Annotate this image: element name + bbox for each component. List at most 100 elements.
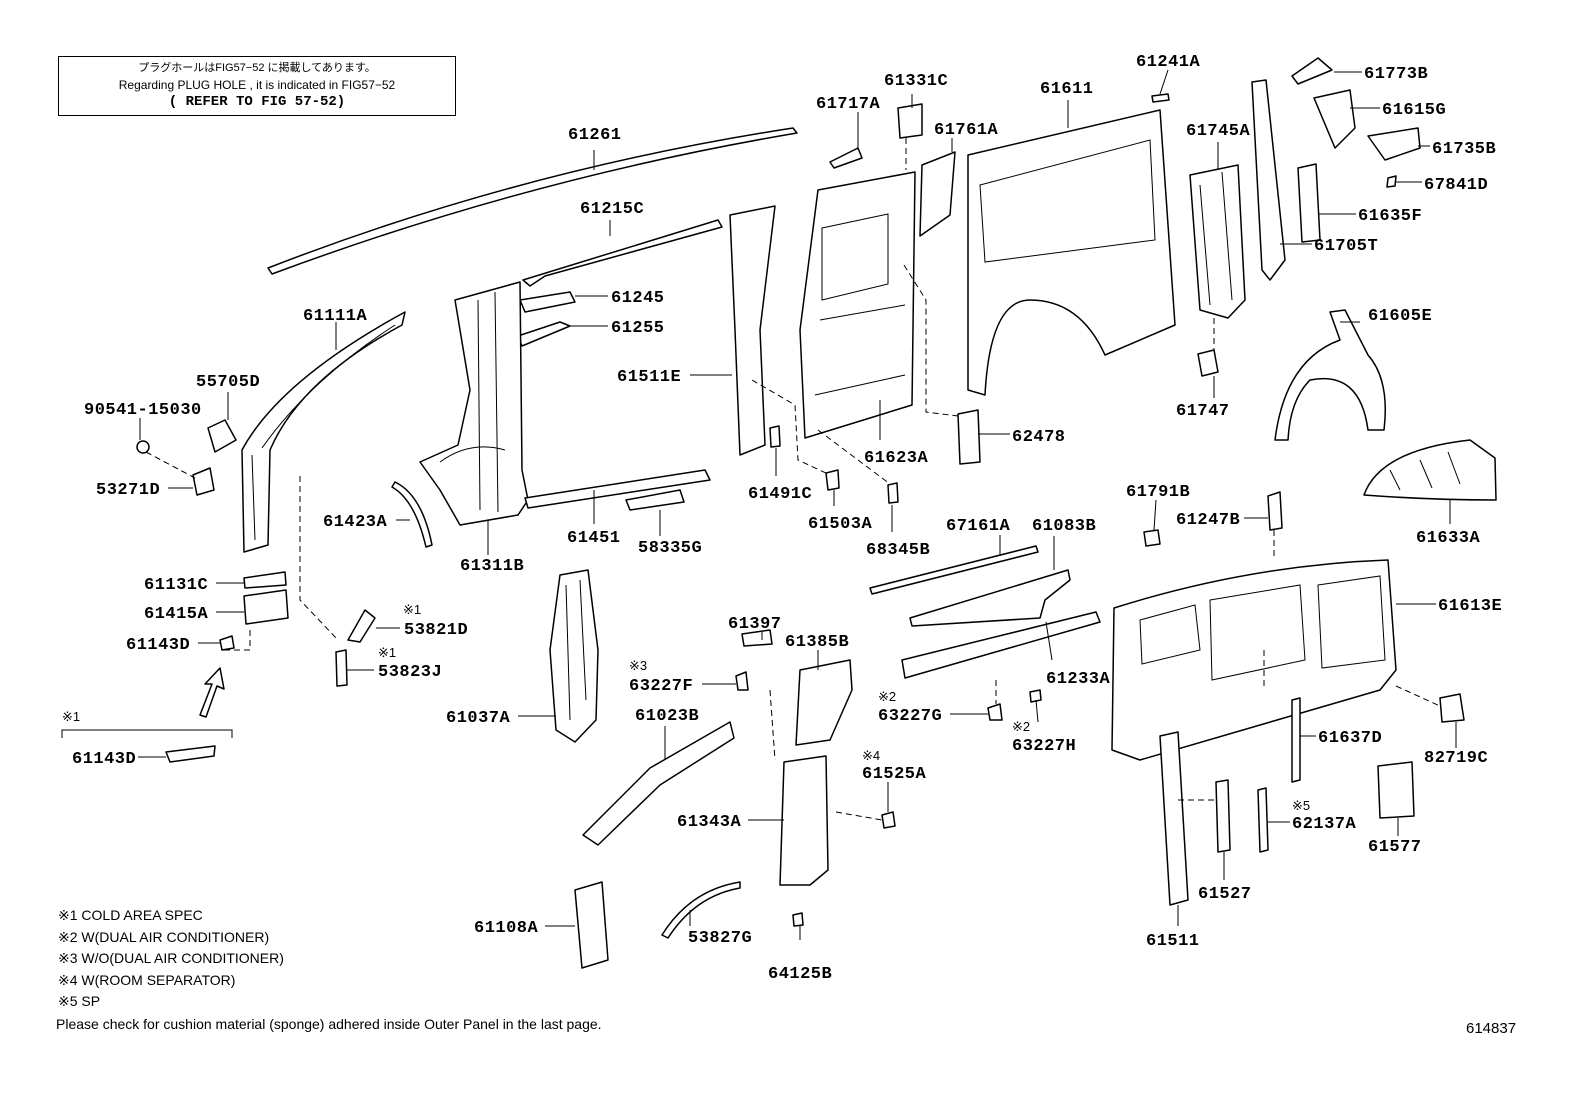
part-61503A-striker-plate[interactable] [825,469,840,491]
label-61635F[interactable]: 61635F [1358,207,1422,226]
label-61773B[interactable]: 61773B [1364,65,1428,84]
part-55705D-bracket[interactable] [207,419,237,453]
label-61613E[interactable]: 61613E [1438,597,1502,616]
label-62137A[interactable]: 62137A [1292,815,1357,834]
part-67161A-strip[interactable] [869,545,1039,595]
part-61423A-wheel-arch-strip[interactable] [391,481,433,548]
part-61623A-slide-door-frame[interactable] [799,171,916,439]
part-61331C-bracket[interactable] [897,103,923,139]
label-61605E[interactable]: 61605E [1368,307,1432,326]
note-reference-link[interactable]: ( REFER TO FIG 57-52) [168,94,346,110]
label-61491C[interactable]: 61491C [748,485,812,504]
label-61247B[interactable]: 61247B [1176,511,1240,530]
label-63227H[interactable]: 63227H [1012,737,1076,756]
part-90541-15030-grommet[interactable] [136,440,150,454]
part-61761A-bracket[interactable] [919,151,956,237]
part-61385B-pillar-upper[interactable] [795,659,853,746]
part-61241A-clip[interactable] [1151,93,1170,103]
label-61311B[interactable]: 61311B [460,557,524,576]
part-67841D-clip[interactable] [1386,175,1397,188]
part-61143D-cold-area-clip[interactable] [165,745,216,763]
part-61311B-front-side[interactable] [419,281,529,526]
part-82719C-cover[interactable] [1439,693,1465,723]
label-61108A[interactable]: 61108A [474,919,539,938]
part-53823J-seal[interactable] [335,649,348,687]
label-63227G[interactable]: 63227G [878,707,942,726]
part-61735B-extension[interactable] [1367,127,1421,161]
label-61143D-cold[interactable]: 61143D [72,750,136,769]
label-61215C[interactable]: 61215C [580,200,644,219]
part-61511-quarter-pillar[interactable] [1159,731,1189,906]
label-61633A[interactable]: 61633A [1416,529,1481,548]
part-61415A-bracket[interactable] [243,589,289,625]
part-61605E-wheel-house-outer[interactable] [1274,309,1387,441]
part-61491C-bracket[interactable] [769,425,781,448]
part-61511E-center-pillar[interactable] [729,205,776,456]
label-61745A[interactable]: 61745A [1186,122,1251,141]
label-61525A[interactable]: 61525A [862,765,927,784]
part-61633A-wheel-house-inner[interactable] [1363,439,1497,501]
part-61083B-roof-side-inner-rail[interactable] [909,569,1071,627]
part-61635F-plate[interactable] [1297,163,1321,243]
label-61343A[interactable]: 61343A [677,813,742,832]
label-61511[interactable]: 61511 [1146,932,1200,951]
label-61615G[interactable]: 61615G [1382,101,1446,120]
part-61577-box[interactable] [1377,761,1415,819]
part-61613E-side-inner-panel[interactable] [1111,559,1397,761]
label-61735B[interactable]: 61735B [1432,140,1496,159]
label-53821D[interactable]: 53821D [404,621,468,640]
part-61255-bracket[interactable] [517,321,571,347]
label-55705D[interactable]: 55705D [196,373,260,392]
part-61247B-bracket[interactable] [1267,491,1283,531]
part-61773B-bracket[interactable] [1291,57,1333,85]
label-82719C[interactable]: 82719C [1424,749,1488,768]
label-61233A[interactable]: 61233A [1046,670,1111,689]
part-61705T-pillar-extension[interactable] [1251,79,1286,281]
label-62478[interactable]: 62478 [1012,428,1066,447]
label-61415A[interactable]: 61415A [144,605,209,624]
label-53271D[interactable]: 53271D [96,481,160,500]
label-61623A[interactable]: 61623A [864,449,929,468]
part-61451-rocker-sill[interactable] [524,469,711,509]
label-68345B[interactable]: 68345B [866,541,930,560]
part-61747-bracket[interactable] [1197,349,1219,377]
label-61255[interactable]: 61255 [611,319,665,338]
part-61611-side-outer-panel[interactable] [967,109,1176,396]
part-53271D-hinge-bracket[interactable] [192,467,215,496]
label-67841D[interactable]: 67841D [1424,176,1488,195]
part-61215C-strip[interactable] [522,219,723,287]
label-61023B[interactable]: 61023B [635,707,699,726]
label-61761A[interactable]: 61761A [934,121,999,140]
label-61717A[interactable]: 61717A [816,95,881,114]
part-63227H-clip[interactable] [1029,689,1042,703]
label-90541-15030[interactable]: 90541-15030 [84,401,202,420]
part-61233A-rocker-inner[interactable] [901,611,1101,679]
label-61503A[interactable]: 61503A [808,515,873,534]
part-63227G-bracket[interactable] [987,703,1003,721]
part-61637D-reinforcement[interactable] [1291,697,1301,783]
part-64125B-clip[interactable] [792,912,804,927]
part-61525A-bracket[interactable] [881,811,896,829]
part-62478-bracket[interactable] [957,409,981,465]
part-61615G-panel[interactable] [1313,89,1356,149]
part-53827G-wheel-arch-molding[interactable] [661,881,741,939]
label-61397[interactable]: 61397 [728,615,782,634]
part-61261-roof-rail[interactable] [267,127,798,275]
part-61131C-plate[interactable] [243,571,287,589]
part-61791B-plug[interactable] [1143,529,1161,547]
part-62137A-strip[interactable] [1257,787,1269,853]
part-61717A-bracket[interactable] [829,147,863,169]
label-61611[interactable]: 61611 [1040,80,1094,99]
label-61111A[interactable]: 61111A [303,307,368,326]
part-61023B-roof-side-inner[interactable] [582,721,735,846]
part-68345B-plate[interactable] [887,482,899,504]
part-61343A-pillar-inner[interactable] [779,755,829,886]
part-53821D-seal[interactable] [347,609,376,643]
label-61511E[interactable]: 61511E [617,368,681,387]
label-61261[interactable]: 61261 [568,126,622,145]
label-64125B[interactable]: 64125B [768,965,832,984]
part-61111A-front-pillar[interactable] [241,311,406,553]
label-61245[interactable]: 61245 [611,289,665,308]
label-53827G[interactable]: 53827G [688,929,752,948]
label-61423A[interactable]: 61423A [323,513,388,532]
